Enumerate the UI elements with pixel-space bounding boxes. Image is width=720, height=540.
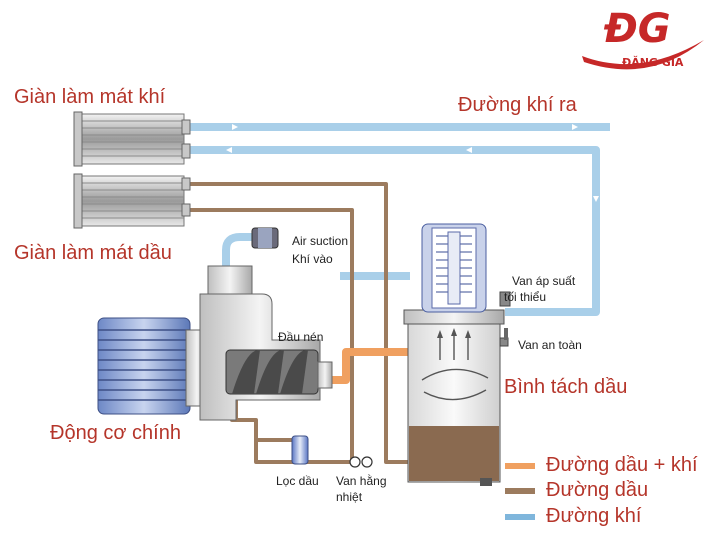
label-oil-filter: Lọc dầu — [276, 474, 319, 488]
label-compressor-head: Đầu nén — [278, 330, 324, 344]
label-air-in: Khí vào — [292, 252, 333, 266]
intake-valve — [207, 265, 253, 297]
min-pressure-valve — [499, 291, 511, 307]
air-flow-arrows — [226, 124, 599, 202]
oil-air-line — [330, 348, 410, 384]
logo-emblem — [582, 40, 704, 70]
label-separator: Bình tách dầu — [504, 376, 628, 398]
label-air-suction: Air suction — [292, 234, 349, 248]
legend-swatch-air — [505, 514, 535, 520]
oil-filter — [291, 435, 309, 465]
oil-line-inner — [234, 396, 270, 420]
label-main-motor: Động cơ chính — [50, 422, 181, 444]
legend-swatch-oil-air — [505, 463, 535, 469]
compressor-head — [199, 293, 333, 421]
air-return-line — [188, 146, 600, 316]
label-air-cooler: Giàn làm mát khí — [14, 86, 166, 108]
label-thermo-valve-2: nhiệt — [336, 490, 363, 504]
air-suction-pipe — [222, 233, 265, 270]
thermostatic-valve — [349, 456, 373, 468]
air-cooler — [73, 111, 191, 167]
label-thermo-valve-1: Van hằng — [336, 474, 387, 488]
legend-label-air: Đường khí — [546, 505, 642, 527]
legend-label-oil-air: Đường dầu + khí — [546, 454, 698, 476]
logo-mark: ĐG — [604, 6, 671, 52]
logo-name: ĐẶNG GIA — [622, 56, 684, 69]
legend-swatches — [505, 463, 535, 520]
oil-separator — [403, 223, 505, 486]
oil-cooler-bottom-line — [188, 208, 354, 462]
label-safety-valve: Van an toàn — [518, 338, 582, 352]
air-suction-filter — [251, 227, 279, 249]
legend-swatch-oil — [505, 488, 535, 494]
oil-cooler — [73, 173, 191, 229]
label-air-out: Đường khí ra — [458, 94, 577, 116]
label-min-pressure-valve-2: tối thiểu — [504, 290, 547, 304]
label-oil-cooler: Giàn làm mát dầu — [14, 242, 172, 264]
legend-label-oil: Đường dầu — [546, 479, 649, 501]
oil-cooler-top-line — [188, 182, 410, 464]
label-min-pressure-valve-1: Van áp suất — [512, 274, 576, 288]
main-motor — [97, 317, 209, 415]
safety-valve — [499, 328, 509, 347]
